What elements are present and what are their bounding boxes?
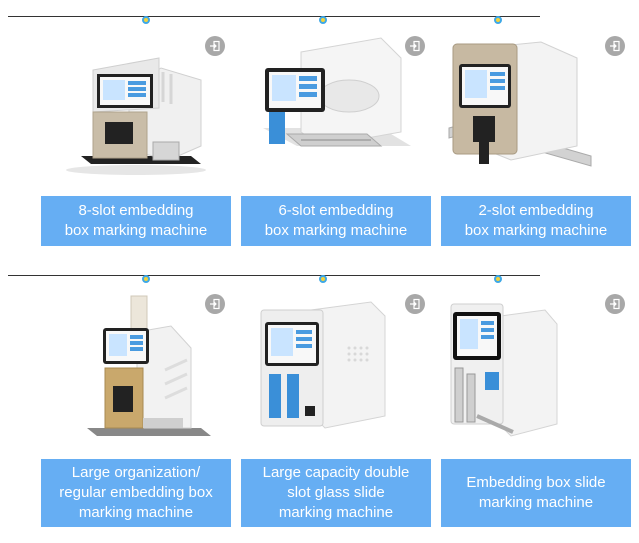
product-image[interactable] — [41, 288, 231, 438]
enter-icon[interactable] — [605, 294, 625, 314]
divider-top — [8, 16, 540, 17]
enter-icon[interactable] — [605, 36, 625, 56]
marker-dot — [142, 16, 150, 24]
enter-icon[interactable] — [405, 294, 425, 314]
marker-dot — [494, 275, 502, 283]
product-image[interactable] — [241, 28, 431, 178]
marker-dot — [142, 275, 150, 283]
enter-icon[interactable] — [205, 36, 225, 56]
product-image[interactable] — [441, 28, 631, 178]
divider-middle — [8, 275, 540, 276]
product-image[interactable] — [441, 288, 631, 438]
enter-icon[interactable] — [405, 36, 425, 56]
marker-dot — [319, 16, 327, 24]
product-image[interactable] — [241, 288, 431, 438]
enter-icon[interactable] — [205, 294, 225, 314]
product-label[interactable]: Large organization/regular embedding box… — [41, 459, 231, 527]
product-image[interactable] — [41, 28, 231, 178]
marker-dot — [494, 16, 502, 24]
marker-dot — [319, 275, 327, 283]
